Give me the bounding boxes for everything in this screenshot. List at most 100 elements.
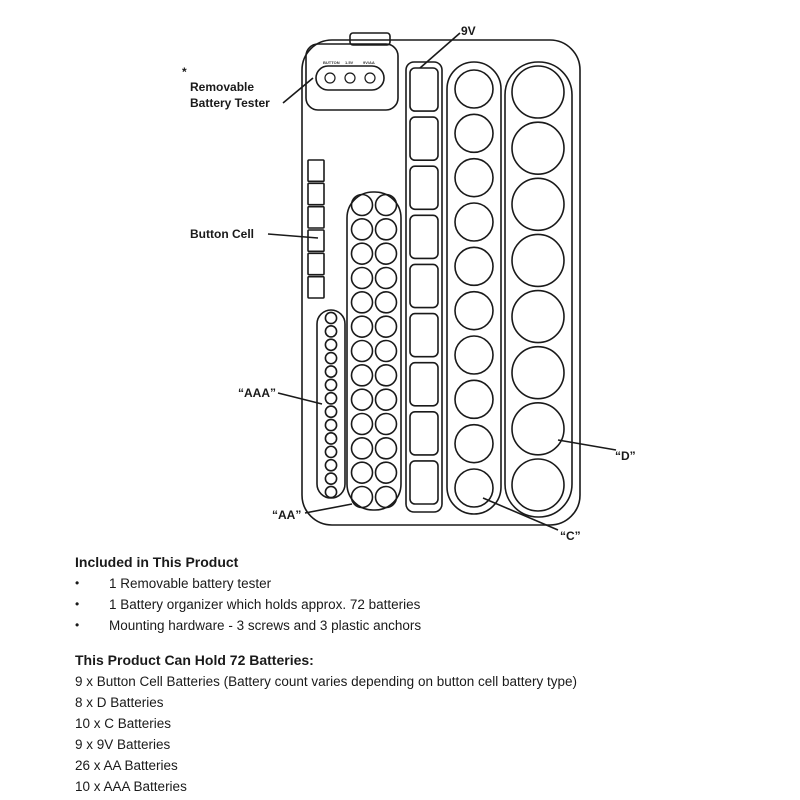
button-cell-slot (307, 275, 325, 299)
capacity-title: This Product Can Hold 72 Batteries: (75, 652, 314, 668)
nine-v-slot (409, 263, 439, 309)
button-cell-label: Button Cell (190, 227, 254, 241)
c-column (446, 61, 502, 515)
button-cell-slots (307, 159, 325, 299)
aa-slot (350, 291, 374, 314)
aa-slot (374, 437, 398, 460)
aaa-leader (277, 392, 323, 405)
c-slot (454, 202, 494, 242)
d-slot (511, 402, 565, 456)
aa-slot (350, 266, 374, 290)
aa-slot (350, 193, 374, 217)
list-item: 10 x C Batteries (75, 716, 172, 731)
aa-slot (374, 412, 398, 436)
aa-slot (350, 461, 374, 484)
tester-button-label-3: 9V/AA (363, 60, 375, 65)
c-slots (454, 69, 494, 508)
aaa-slot (324, 432, 338, 445)
nine-v-leader (419, 32, 461, 69)
c-slot (454, 246, 494, 287)
aa-slot (374, 364, 398, 387)
c-leader (482, 497, 559, 531)
aa-slot (374, 242, 398, 265)
aa-leader (304, 503, 353, 514)
c-slot (454, 423, 494, 464)
included-list: 1 Removable battery tester 1 Battery org… (75, 573, 775, 636)
aaa-slots (324, 311, 338, 499)
aa-slot (350, 485, 374, 509)
button-cell-slot (307, 229, 325, 253)
d-slot (511, 345, 565, 400)
c-slot (454, 69, 494, 109)
aaa-slot (324, 365, 338, 378)
c-slot (454, 379, 494, 420)
nine-v-slot (409, 116, 439, 162)
nine-v-slot (409, 165, 439, 211)
aa-slot (374, 291, 398, 314)
aaa-slot (324, 405, 338, 419)
aa-slot (374, 193, 398, 217)
c-slot (454, 468, 494, 508)
aaa-slot (324, 338, 338, 352)
d-slot (511, 458, 565, 512)
product-info: Included in This Product 1 Removable bat… (75, 552, 775, 797)
aaa-slot (324, 391, 338, 405)
nine-v-slot (409, 361, 439, 407)
d-slot (511, 121, 565, 175)
d-column (504, 61, 573, 518)
aaa-slot (324, 458, 338, 472)
battery-tester-module (305, 43, 399, 111)
aa-slot (350, 412, 374, 436)
d-slot (511, 177, 565, 232)
nine-v-label: 9V (461, 24, 476, 38)
tester-button-label-1: BUTTON (323, 60, 340, 65)
c-slot (454, 157, 494, 198)
tester-button-1 (324, 72, 336, 84)
d-slot (511, 289, 565, 344)
nine-v-slot (409, 460, 439, 505)
aaa-slot (324, 378, 338, 392)
c-slot (454, 290, 494, 331)
c-label: “C” (560, 529, 581, 543)
aa-slot (350, 339, 374, 363)
tester-button-3 (364, 72, 376, 84)
button-cell-slot (307, 252, 325, 276)
button-cell-leader (267, 233, 319, 239)
c-slot (454, 335, 494, 375)
aaa-slot (324, 311, 338, 325)
aaa-slot (324, 485, 338, 499)
d-slot (511, 65, 565, 119)
aa-slot (350, 388, 374, 411)
aa-slot (374, 388, 398, 411)
list-item: 10 x AAA Batteries (75, 779, 187, 794)
aa-slots (350, 193, 398, 509)
d-slot (511, 233, 565, 288)
d-slots (511, 65, 565, 512)
aa-slot (374, 266, 398, 290)
d-label: “D” (615, 449, 636, 463)
c-slot (454, 113, 494, 154)
button-cell-slot (307, 159, 325, 183)
aaa-label: “AAA” (238, 386, 276, 400)
d-leader (557, 439, 617, 451)
list-item: 9 x Button Cell Batteries (Battery count… (75, 674, 578, 689)
aaa-slot (324, 324, 338, 338)
organizer-body (301, 39, 581, 526)
nine-v-slot (409, 214, 439, 260)
aa-slot (350, 242, 374, 265)
nine-v-slot (409, 67, 439, 112)
aa-column (346, 191, 402, 511)
list-item: 1 Battery organizer which holds approx. … (75, 594, 775, 615)
list-item: 26 x AA Batteries (75, 758, 178, 773)
aa-slot (374, 339, 398, 363)
nine-v-slots (409, 67, 439, 505)
tester-button-2 (344, 72, 356, 84)
tester-leader (282, 77, 314, 104)
nine-v-column (405, 61, 443, 513)
button-cell-slot (307, 182, 325, 206)
aaa-slot (324, 418, 338, 432)
aaa-slot (324, 445, 338, 459)
aa-slot (374, 461, 398, 484)
list-item: 1 Removable battery tester (75, 573, 775, 594)
nine-v-slot (409, 410, 439, 456)
